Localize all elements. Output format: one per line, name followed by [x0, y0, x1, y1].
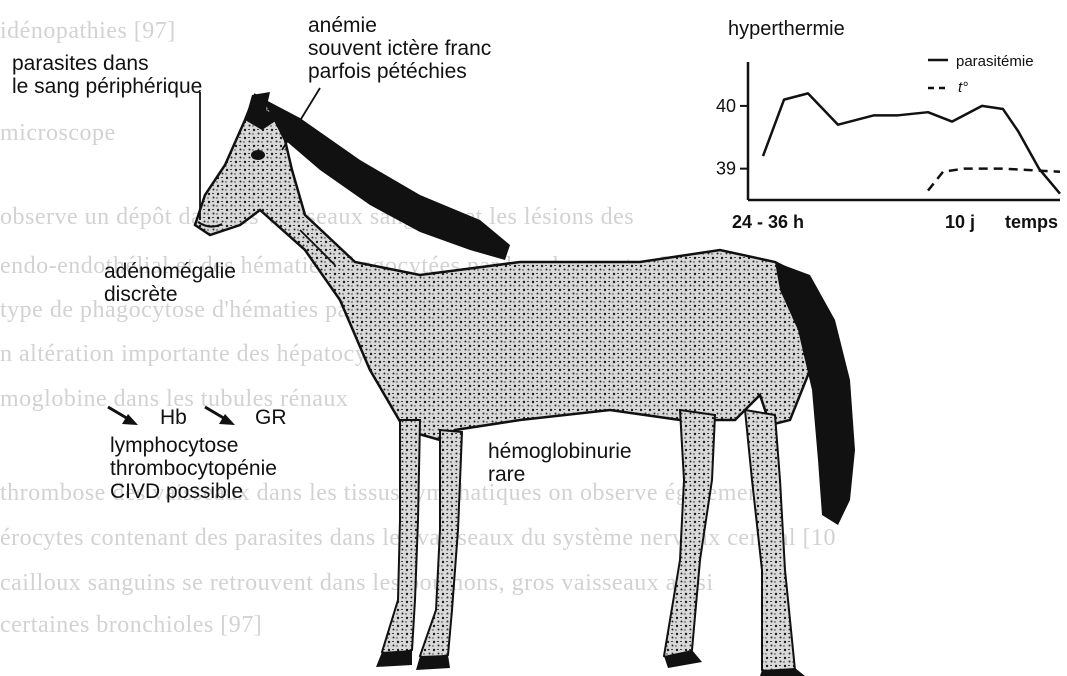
label-hemoglobinurie: hémoglobinurie rare [488, 440, 632, 486]
label-anemie-line1: anémie [308, 14, 491, 37]
label-adeno-line2: discrète [104, 283, 236, 306]
y-tick-label: 39 [716, 159, 736, 179]
label-parasites-line2: le sang périphérique [12, 75, 202, 98]
label-hemo-line1: hémoglobinurie [488, 440, 632, 463]
legend-label: t° [958, 79, 968, 96]
x-axis-label: temps [1005, 212, 1058, 232]
legend-label: parasitémie [956, 53, 1034, 70]
label-thrombocytopenie: thrombocytopénie [110, 457, 277, 480]
label-anemie-line2: souvent ictère franc [308, 37, 491, 60]
label-gr: GR [255, 406, 287, 429]
series-line-temperature [928, 169, 1060, 191]
chart-title: hyperthermie [728, 18, 845, 40]
label-lymphocytose: lymphocytose [110, 434, 277, 457]
label-anemie: anémie souvent ictère franc parfois pété… [308, 14, 491, 83]
label-adenomegalie: adénomégalie discrète [104, 260, 236, 306]
label-hemo-line2: rare [488, 463, 632, 486]
series-line-parasitemie [763, 93, 1060, 193]
label-anemie-line3: parfois pétéchies [308, 60, 491, 83]
x-tick-label: 24 - 36 h [732, 212, 804, 232]
label-parasites: parasites dans le sang périphérique [12, 52, 202, 98]
x-tick-label: 10 j [945, 212, 975, 232]
label-adeno-line1: adénomégalie [104, 260, 236, 283]
label-civd: CIVD possible [110, 480, 277, 503]
label-blood-findings: lymphocytose thrombocytopénie CIVD possi… [110, 434, 277, 503]
y-tick-label: 40 [716, 96, 736, 116]
label-hb: Hb [160, 406, 187, 429]
label-parasites-line1: parasites dans [12, 52, 202, 75]
